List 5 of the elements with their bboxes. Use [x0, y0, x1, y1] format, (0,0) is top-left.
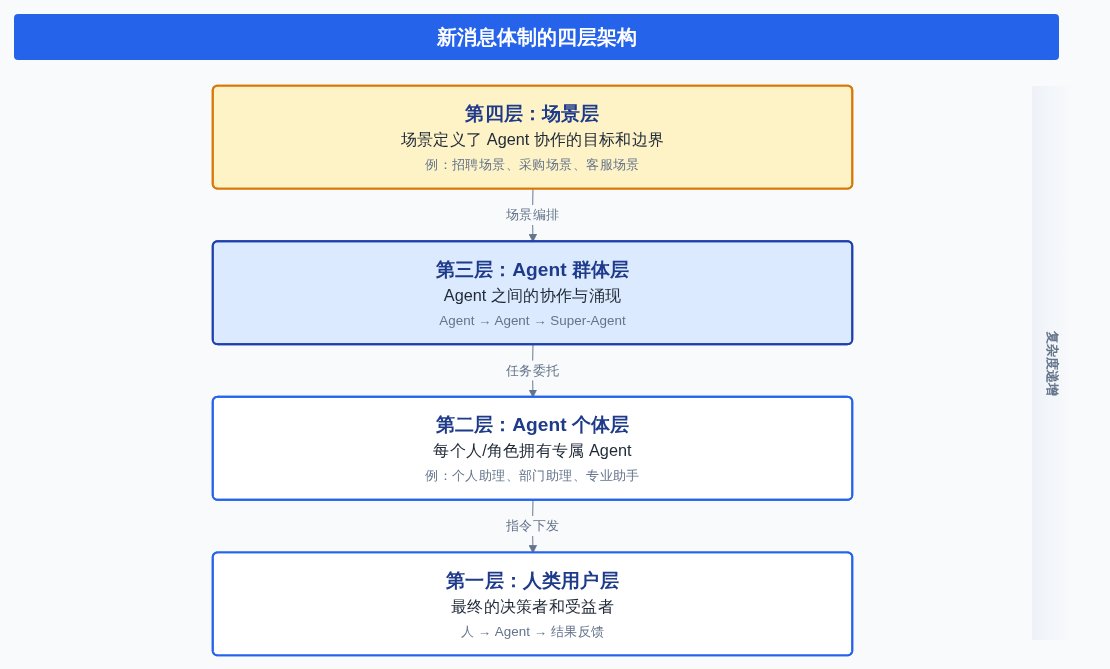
side-label: 复杂度递增 [1044, 330, 1061, 396]
diagram-title: 新消息体制的四层架构 [436, 24, 637, 50]
edge-label: 任务委托 [505, 362, 560, 378]
edge-label: 场景编排 [505, 206, 560, 223]
edge-label: 指令下发 [505, 517, 560, 534]
